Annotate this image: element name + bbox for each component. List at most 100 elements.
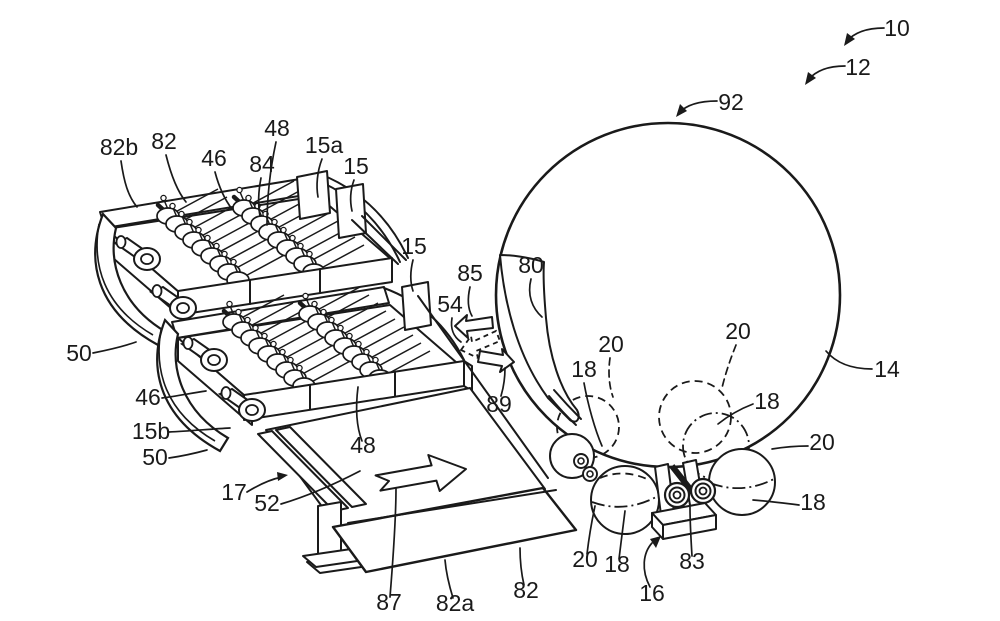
leader-20-bottom (586, 505, 596, 555)
flow-arrow-54 (459, 329, 502, 360)
bracket-roller-83-a (663, 481, 691, 509)
arrowhead-16 (650, 536, 661, 548)
ref-label-20-upper-mid: 20 (725, 318, 751, 344)
vane-plate (499, 254, 580, 423)
upper-sweep-rail-inner (319, 173, 409, 259)
ref-label-82-plate: 82 (513, 577, 539, 603)
plate-seam (347, 489, 557, 524)
chute-rail-left-2 (275, 426, 367, 508)
leader-46-top (214, 171, 233, 210)
ref-label-18-right: 18 (800, 489, 826, 515)
arrowhead-10 (844, 33, 855, 46)
ref-label-12: 12 (845, 54, 871, 80)
ref-label-92: 92 (718, 89, 744, 115)
ref-label-54: 54 (437, 291, 463, 317)
ref-label-20-upper-left: 20 (598, 331, 624, 357)
ref-label-15a: 15a (305, 132, 344, 158)
ref-label-84: 84 (249, 151, 275, 177)
leader-15a (316, 158, 323, 198)
leader-89 (500, 367, 506, 397)
ref-label-18-upper-left: 18 (571, 356, 597, 382)
ref-label-17: 17 (221, 479, 247, 505)
leader-46-lower (161, 390, 207, 399)
leader-15-upper (349, 179, 355, 212)
hidden-pocket-circle-left (556, 395, 620, 459)
leader-18-mid-right (717, 403, 754, 425)
leader-87 (389, 487, 397, 598)
leader-lines (92, 27, 885, 599)
sphere-outline (494, 121, 842, 469)
ball-bottom-equator (591, 495, 659, 508)
leader-54 (450, 317, 462, 343)
leader-15b (168, 427, 231, 433)
ref-label-15b: 15b (132, 418, 170, 444)
bracket-15-lower (401, 281, 432, 331)
leader-20-right (771, 445, 809, 450)
chute-rail-left-1 (257, 430, 349, 512)
leader-48-lower (355, 386, 363, 442)
ref-label-15-upper: 15 (343, 153, 369, 179)
ref-label-87: 87 (376, 589, 402, 615)
ref-label-10: 10 (884, 15, 910, 41)
ball-transfer-cluster (549, 433, 776, 540)
ref-label-50-lower: 50 (142, 444, 168, 470)
flow-arrow-87 (374, 454, 467, 492)
deflector-curve-1 (548, 395, 577, 426)
ref-label-16: 16 (639, 580, 665, 606)
ball-bottom-hidden-arc (599, 472, 650, 481)
leader-20-upper-mid (721, 344, 737, 389)
sphere-drum (494, 121, 842, 480)
ref-label-15-lower: 15 (401, 233, 427, 259)
ref-label-18-mid-right: 18 (754, 388, 780, 414)
leader-85 (467, 286, 473, 317)
leader-82a (444, 559, 454, 599)
inlet-vane-80 (499, 254, 582, 426)
ref-label-80: 80 (518, 252, 544, 278)
reference-numerals: 10 12 92 14 80 85 54 89 82b 82 46 48 84 … (66, 15, 910, 616)
roller-ring-small-1 (573, 453, 589, 469)
ref-label-14: 14 (874, 356, 900, 382)
leader-50-lower (168, 449, 208, 459)
leader-82b (120, 160, 138, 208)
ref-label-48-top: 48 (264, 115, 290, 141)
leader-16 (643, 542, 653, 588)
leader-82-plate (519, 547, 525, 586)
ref-label-52: 52 (254, 490, 280, 516)
flow-arrow-89 (477, 348, 515, 373)
leader-82-top (165, 154, 187, 203)
leader-18-bottom (618, 510, 626, 560)
arrowhead-92 (676, 104, 687, 117)
leader-80 (528, 278, 543, 318)
leader-15-lower (409, 259, 414, 292)
tier-strut-1 (351, 219, 399, 265)
leader-18-right (752, 499, 800, 506)
roller-bracket-16 (651, 459, 717, 540)
leader-52 (280, 470, 361, 505)
ref-label-82-top: 82 (151, 128, 177, 154)
ref-label-48-lower: 48 (350, 432, 376, 458)
tier-strut-2 (361, 215, 407, 261)
deflector-curve-2 (553, 389, 582, 420)
ref-label-82a: 82a (436, 590, 475, 616)
leader-14 (825, 350, 873, 370)
bracket-15a (296, 170, 331, 220)
ref-label-20-bottom: 20 (572, 546, 598, 572)
ref-label-85: 85 (457, 260, 483, 286)
ref-label-46-top: 46 (201, 145, 227, 171)
ball-right-equator (709, 478, 775, 490)
leader-20-upper-left (608, 357, 614, 398)
ref-label-82b: 82b (100, 134, 138, 160)
right-chute-strut (417, 295, 549, 479)
leader-84 (257, 177, 262, 217)
ref-label-46-lower: 46 (135, 384, 161, 410)
roller-ring-small-2 (582, 466, 598, 482)
bracket-foot-side (651, 512, 664, 540)
leader-50-upper (92, 341, 137, 354)
flow-arrow-85 (454, 314, 494, 339)
ref-label-18-bottom: 18 (604, 551, 630, 577)
leader-18-upper-left (583, 382, 603, 447)
leader-48-top (266, 141, 277, 226)
ref-label-83: 83 (679, 548, 705, 574)
